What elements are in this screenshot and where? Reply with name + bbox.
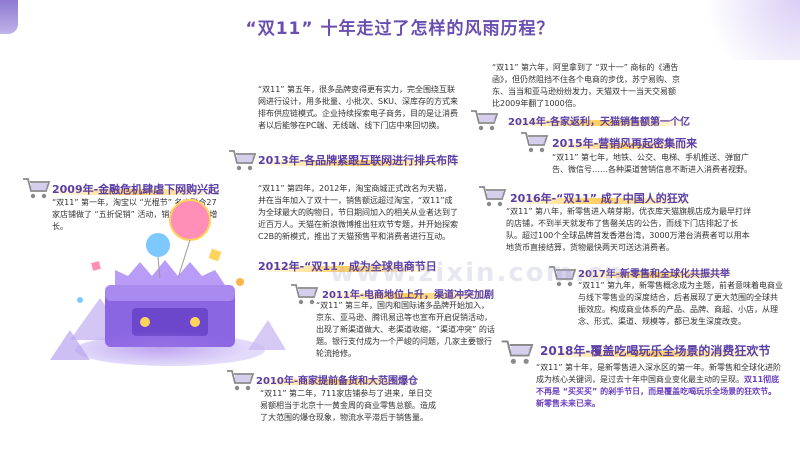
shopping-cart-icon — [479, 186, 507, 207]
text-2017: “双11” 第九年，新零售概念成为主题，前者意味着电商业与线下零售业的深度结合，… — [578, 281, 784, 326]
heading-2015: 2015年-营销风再起密集而来 — [548, 135, 702, 151]
shopping-cart-icon — [227, 370, 255, 391]
text-2018: “双11” 第十年，是新零售进入深水区的第一年。新零售和全球化进阶成为核心关键词… — [536, 362, 782, 410]
heading-2017: 2017年-新零售和全球化共振共举 — [574, 265, 734, 280]
text-2009: “双11” 第一年，淘宝以 “光棍节” 名义联合27家店铺做了 “五折促销” 活… — [52, 198, 218, 231]
shopping-cart-icon — [521, 132, 549, 153]
text-2015: “双11” 第七年，地铁、公交、电梯、手机推送、弹窗广告、微信号……各种渠道营销… — [552, 153, 752, 174]
text-2018-emphasis: 双11彻底不再是 “买买买” 的剁手节日，而是覆盖吃喝玩乐全场景的狂欢节。新零售… — [536, 375, 780, 408]
shopping-cart-icon — [23, 178, 51, 199]
text-2018-body: “双11” 第十年，是新零售进入深水区的第一年。新零售和全球化进阶成为核心关键词… — [536, 363, 782, 384]
heading-2013: 2013年-各品牌紧跟互联网进行排兵布阵 — [254, 152, 463, 168]
shopping-cart-icon — [471, 110, 499, 131]
gift-box-illustration — [40, 190, 290, 380]
text-2016: “双11” 第八年，新零售进入萌芽期，优衣库天猫旗舰店成为最早打烊的店铺，不到半… — [506, 207, 752, 252]
heading-2016: 2016年-“双11” 成了中国人的狂欢 — [506, 190, 693, 206]
heading-2009: 2009年-金融危机肆虐下网购兴起 — [48, 181, 224, 197]
text-2011: “双11” 第三年，国内和国际诸多品牌开始加入，京东、亚马逊、腾讯易迅等也宣布开… — [316, 301, 495, 358]
text-2012: “双11” 第四年，2012年，淘宝商城正式改名为天猫，并在当年加入了双十一，销… — [258, 184, 458, 241]
corner-decoration — [0, 0, 18, 34]
text-2013: “双11” 第五年，很多品牌变得更有实力，完全围绕互联网进行设计，用多批量、小批… — [258, 85, 458, 130]
shopping-cart-icon — [501, 340, 534, 364]
text-2010: “双11” 第二年，711家店铺参与了进来，单日交易额相当于北京十一黄金周的商业… — [260, 389, 436, 422]
corner-decoration — [680, 0, 800, 60]
heading-2010: 2010年-商家提前备货和大范围爆仓 — [252, 372, 422, 387]
heading-2012: 2012年-“双11” 成为全球电商节日 — [254, 258, 441, 274]
shopping-cart-icon — [549, 266, 577, 287]
heading-2014: 2014年-各家返利，天猫销售额第一个亿 — [504, 113, 694, 128]
text-2014: “双11” 第六年，阿里拿到了 “双十一” 商标的《通告函》，但仍然阻挡不住各个… — [492, 63, 680, 108]
shopping-cart-icon — [291, 284, 319, 305]
heading-2011: 2011年-电商地位上升，渠道冲突加剧 — [318, 286, 498, 301]
heading-2018: 2018年-覆盖吃喝玩乐全场景的消费狂欢节 — [536, 342, 775, 359]
page-title: “双11” 十年走过了怎样的风雨历程？ — [245, 19, 555, 39]
watermark: www.zixin.com.cn — [330, 258, 625, 288]
shopping-cart-icon — [229, 150, 257, 171]
